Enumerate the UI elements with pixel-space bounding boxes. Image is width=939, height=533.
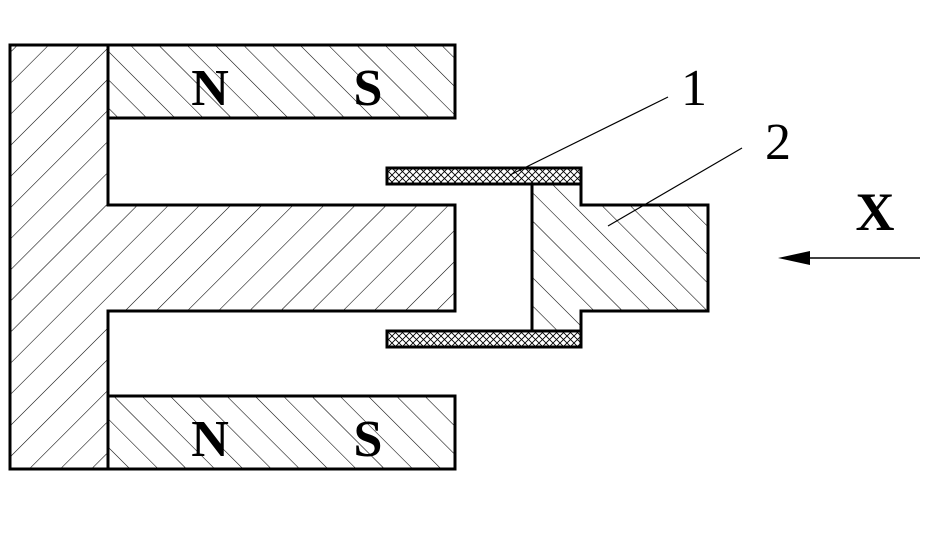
bottom-magnet (106, 394, 457, 471)
direction-arrow-head (778, 251, 810, 265)
callout-leader-2 (607, 147, 743, 227)
coil-strip-bottom (385, 329, 583, 349)
top-magnet-south-label: S (354, 60, 383, 117)
callout-label-2: 2 (765, 114, 791, 171)
callout-leader-1 (509, 96, 669, 176)
callout-label-1: 1 (681, 60, 707, 117)
top-magnet (106, 43, 457, 120)
direction-label: X (856, 182, 895, 242)
plunger (530, 182, 710, 333)
bottom-magnet-north-label: N (191, 411, 229, 468)
coil-strip-top (385, 166, 583, 186)
top-magnet-north-label: N (191, 60, 229, 117)
bottom-magnet-south-label: S (354, 411, 383, 468)
